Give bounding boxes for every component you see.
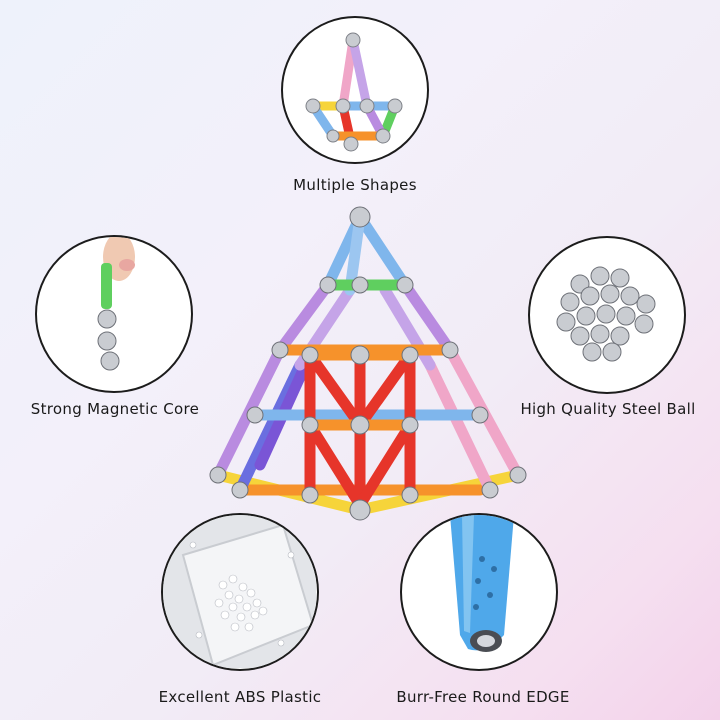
steel-balls-icon	[556, 266, 656, 362]
multiple-shapes-label: Multiple Shapes	[293, 176, 417, 194]
round-edge-circle	[400, 513, 558, 671]
abs-plastic-circle	[161, 513, 319, 671]
rod-end-icon	[450, 515, 514, 652]
round-edge-label: Burr-Free Round EDGE	[396, 688, 570, 706]
abs-pellets-icon	[163, 515, 316, 668]
abs-plastic-label: Excellent ABS Plastic	[158, 688, 322, 706]
magnetic-core-circle	[35, 235, 193, 393]
steel-ball-label: High Quality Steel Ball	[520, 400, 696, 418]
multiple-shapes-circle	[281, 16, 429, 164]
magnetic-rod-icon	[97, 237, 135, 371]
magnetic-pyramid-icon	[209, 206, 527, 521]
magnetic-core-label: Strong Magnetic Core	[30, 400, 200, 418]
mini-pyramid-icon	[305, 32, 403, 152]
steel-ball-circle	[528, 236, 686, 394]
